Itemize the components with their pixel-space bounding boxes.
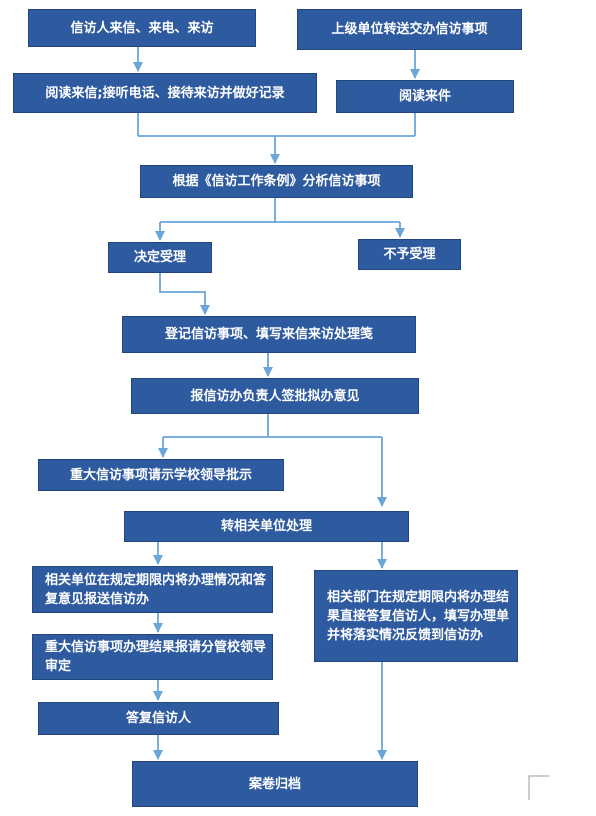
node-superior-referral: 上级单位转送交办信访事项 [297,9,522,50]
node-transfer-to-unit: 转相关单位处理 [124,511,409,542]
node-letters-calls-visits: 信访人来信、来电、来访 [28,9,256,47]
node-major-result-review: 重大信访事项办理结果报请分管校领导审定 [32,634,273,680]
node-reply-petitioner: 答复信访人 [38,702,279,735]
corner-mark [528,775,549,800]
node-submit-for-approval: 报信访办负责人签批拟办意见 [131,378,419,414]
node-reject: 不予受理 [358,239,461,270]
node-analyze-by-regulation: 根据《信访工作条例》分析信访事项 [140,165,413,198]
node-read-documents: 阅读来件 [336,80,514,113]
arrow-n6-n8 [159,273,210,315]
node-archive-case: 案卷归档 [132,761,418,807]
node-major-matter-leadership: 重大信访事项请示学校领导批示 [38,459,284,491]
node-register-matter: 登记信访事项、填写来信来访处理笺 [122,316,416,353]
node-unit-report-results: 相关单位在规定期限内将办理情况和答复意见报送信访办 [32,566,273,613]
node-accept: 决定受理 [108,242,212,273]
node-read-letters-record: 阅读来信;接听电话、接待来访并做好记录 [13,73,317,113]
node-department-direct-reply: 相关部门在规定期限内将办理结果直接答复信访人，填写办理单并将落实情况反馈到信访办 [314,570,518,662]
